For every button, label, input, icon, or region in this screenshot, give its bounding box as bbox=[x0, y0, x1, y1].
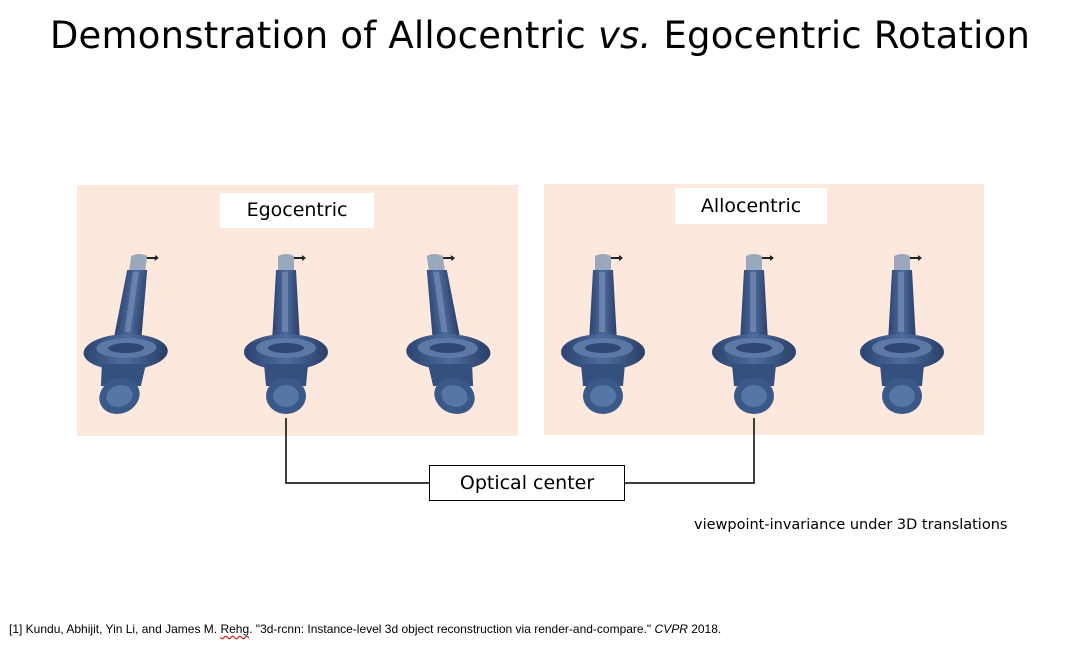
page-title: Demonstration of Allocentric vs. Egocent… bbox=[49, 14, 1031, 57]
egocentric-label: Egocentric bbox=[220, 193, 374, 228]
invariance-note: viewpoint-invariance under 3D translatio… bbox=[694, 517, 1008, 533]
reference-citation: [1] Kundu, Abhijit, Yin Li, and James M.… bbox=[9, 622, 722, 636]
allocentric-label: Allocentric bbox=[675, 188, 827, 224]
optical-center-label: Optical center bbox=[429, 465, 625, 501]
